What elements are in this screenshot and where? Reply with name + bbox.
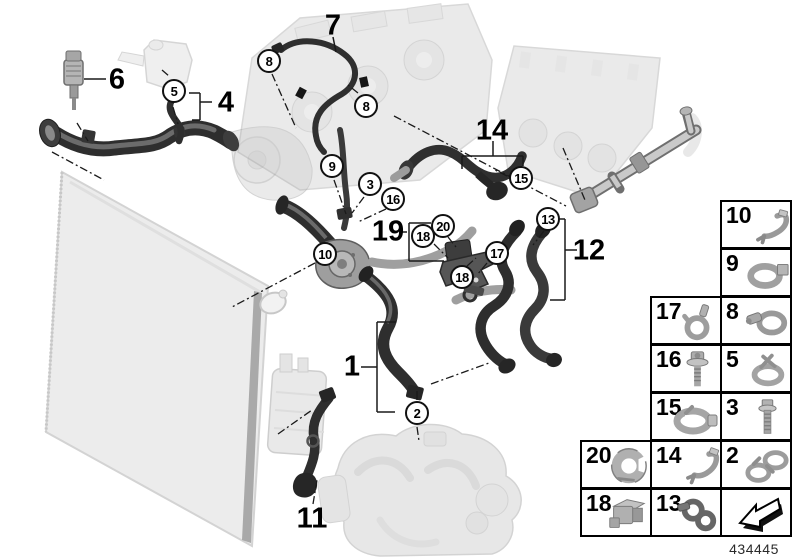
legend-number: 2 [726, 442, 739, 468]
legend-number: 10 [726, 202, 752, 228]
callout-number: 10 [318, 246, 332, 262]
rubber-holder-clip-icon [610, 448, 650, 484]
double-pipe-clamp-icon [677, 498, 717, 532]
label-19[interactable]: 19 [371, 215, 405, 248]
callout-number: 9 [328, 158, 336, 174]
callout-15[interactable]: 15 [509, 166, 533, 190]
legend-cell-18[interactable]: 18 [580, 488, 652, 537]
callout-5[interactable]: 5 [162, 79, 186, 103]
band-clamp-icon [747, 262, 789, 289]
callout-17[interactable]: 17 [485, 241, 509, 265]
callout-number: 15 [514, 170, 528, 186]
screw-icon [758, 399, 777, 434]
legend-cell-arrow[interactable] [720, 488, 792, 537]
hose-hook-clip-icon [686, 447, 720, 485]
coolant-pipe[interactable] [569, 106, 702, 214]
engine-feed-hose[interactable] [356, 263, 425, 401]
callout-16[interactable]: 16 [381, 187, 405, 211]
callout-number: 16 [386, 191, 400, 207]
expansion-tank [117, 39, 193, 90]
callout-13[interactable]: 13 [536, 207, 560, 231]
label-11[interactable]: 11 [296, 502, 328, 535]
double-spring-clamp-icon [745, 450, 789, 483]
spring-clamp-icon [751, 353, 785, 387]
legend-cell-3[interactable]: 3 [720, 392, 792, 441]
callout-2[interactable]: 2 [405, 401, 429, 425]
callout-number: 20 [436, 218, 450, 234]
legend-cell-5[interactable]: 5 [720, 344, 792, 393]
callout-number: 5 [170, 83, 178, 99]
label-6[interactable]: 6 [108, 63, 126, 96]
pipe-clip-icon [682, 304, 710, 341]
legend-number: 20 [586, 442, 612, 468]
label-4[interactable]: 4 [217, 86, 235, 119]
legend-cell-10[interactable]: 10 [720, 200, 792, 249]
hose-hook-clip-icon [756, 209, 790, 245]
diagram-number: 434445 [729, 541, 779, 557]
legend-number: 17 [656, 298, 682, 324]
intake-manifold [237, 3, 493, 191]
callout-number: 3 [366, 176, 374, 192]
legend-cell-9[interactable]: 9 [720, 248, 792, 297]
callout-number: 2 [413, 405, 421, 421]
callout-8b[interactable]: 8 [354, 94, 378, 118]
label-1[interactable]: 1 [343, 350, 361, 383]
callout-20[interactable]: 20 [431, 214, 455, 238]
legend-number: 13 [656, 490, 682, 516]
legend-number: 5 [726, 346, 739, 372]
vent-valve[interactable] [63, 50, 84, 110]
legend-cell-17[interactable]: 17 [650, 296, 722, 345]
callout-number: 18 [455, 269, 469, 285]
cylinder-head [497, 45, 661, 199]
engine-block [317, 423, 522, 557]
legend-cell-20[interactable]: 20 [580, 440, 652, 489]
callout-10[interactable]: 10 [313, 242, 337, 266]
legend-cell-2[interactable]: 2 [720, 440, 792, 489]
callout-8a[interactable]: 8 [257, 49, 281, 73]
return-hoses[interactable] [475, 217, 564, 377]
screw-with-washer-icon [686, 351, 709, 387]
callout-18a[interactable]: 18 [411, 224, 435, 248]
spring-band-clamp-icon [673, 405, 718, 435]
water-pump [231, 126, 313, 201]
legend-cell-15[interactable]: 15 [650, 392, 722, 441]
leader-lines [51, 69, 586, 505]
callout-number: 13 [541, 211, 555, 227]
retaining-clip-icon [609, 499, 646, 528]
legend-cell-14[interactable]: 14 [650, 440, 722, 489]
legend-number: 8 [726, 298, 739, 324]
callout-9[interactable]: 9 [320, 154, 344, 178]
legend-number: 3 [726, 394, 739, 420]
legend-cell-13[interactable]: 13 [650, 488, 722, 537]
callout-18b[interactable]: 18 [450, 265, 474, 289]
bracket-lines [84, 36, 577, 413]
legend-cell-8[interactable]: 8 [720, 296, 792, 345]
legend-number: 18 [586, 490, 612, 516]
radiator [44, 170, 288, 548]
label-12[interactable]: 12 [572, 234, 606, 267]
cooler-hose[interactable] [292, 387, 337, 498]
label-7[interactable]: 7 [324, 9, 342, 42]
direction-arrow-icon [738, 497, 783, 532]
callout-number: 8 [265, 53, 273, 69]
legend-cell-16[interactable]: 16 [650, 344, 722, 393]
legend-number: 9 [726, 250, 739, 276]
callout-3[interactable]: 3 [358, 172, 382, 196]
callout-number: 18 [416, 228, 430, 244]
legend-number: 14 [656, 442, 682, 468]
label-14[interactable]: 14 [475, 114, 509, 147]
callout-number: 8 [362, 98, 370, 114]
radiator-hose[interactable] [36, 117, 242, 157]
worm-drive-clamp-icon [745, 310, 788, 336]
legend-number: 16 [656, 346, 682, 372]
callout-number: 17 [490, 245, 504, 261]
